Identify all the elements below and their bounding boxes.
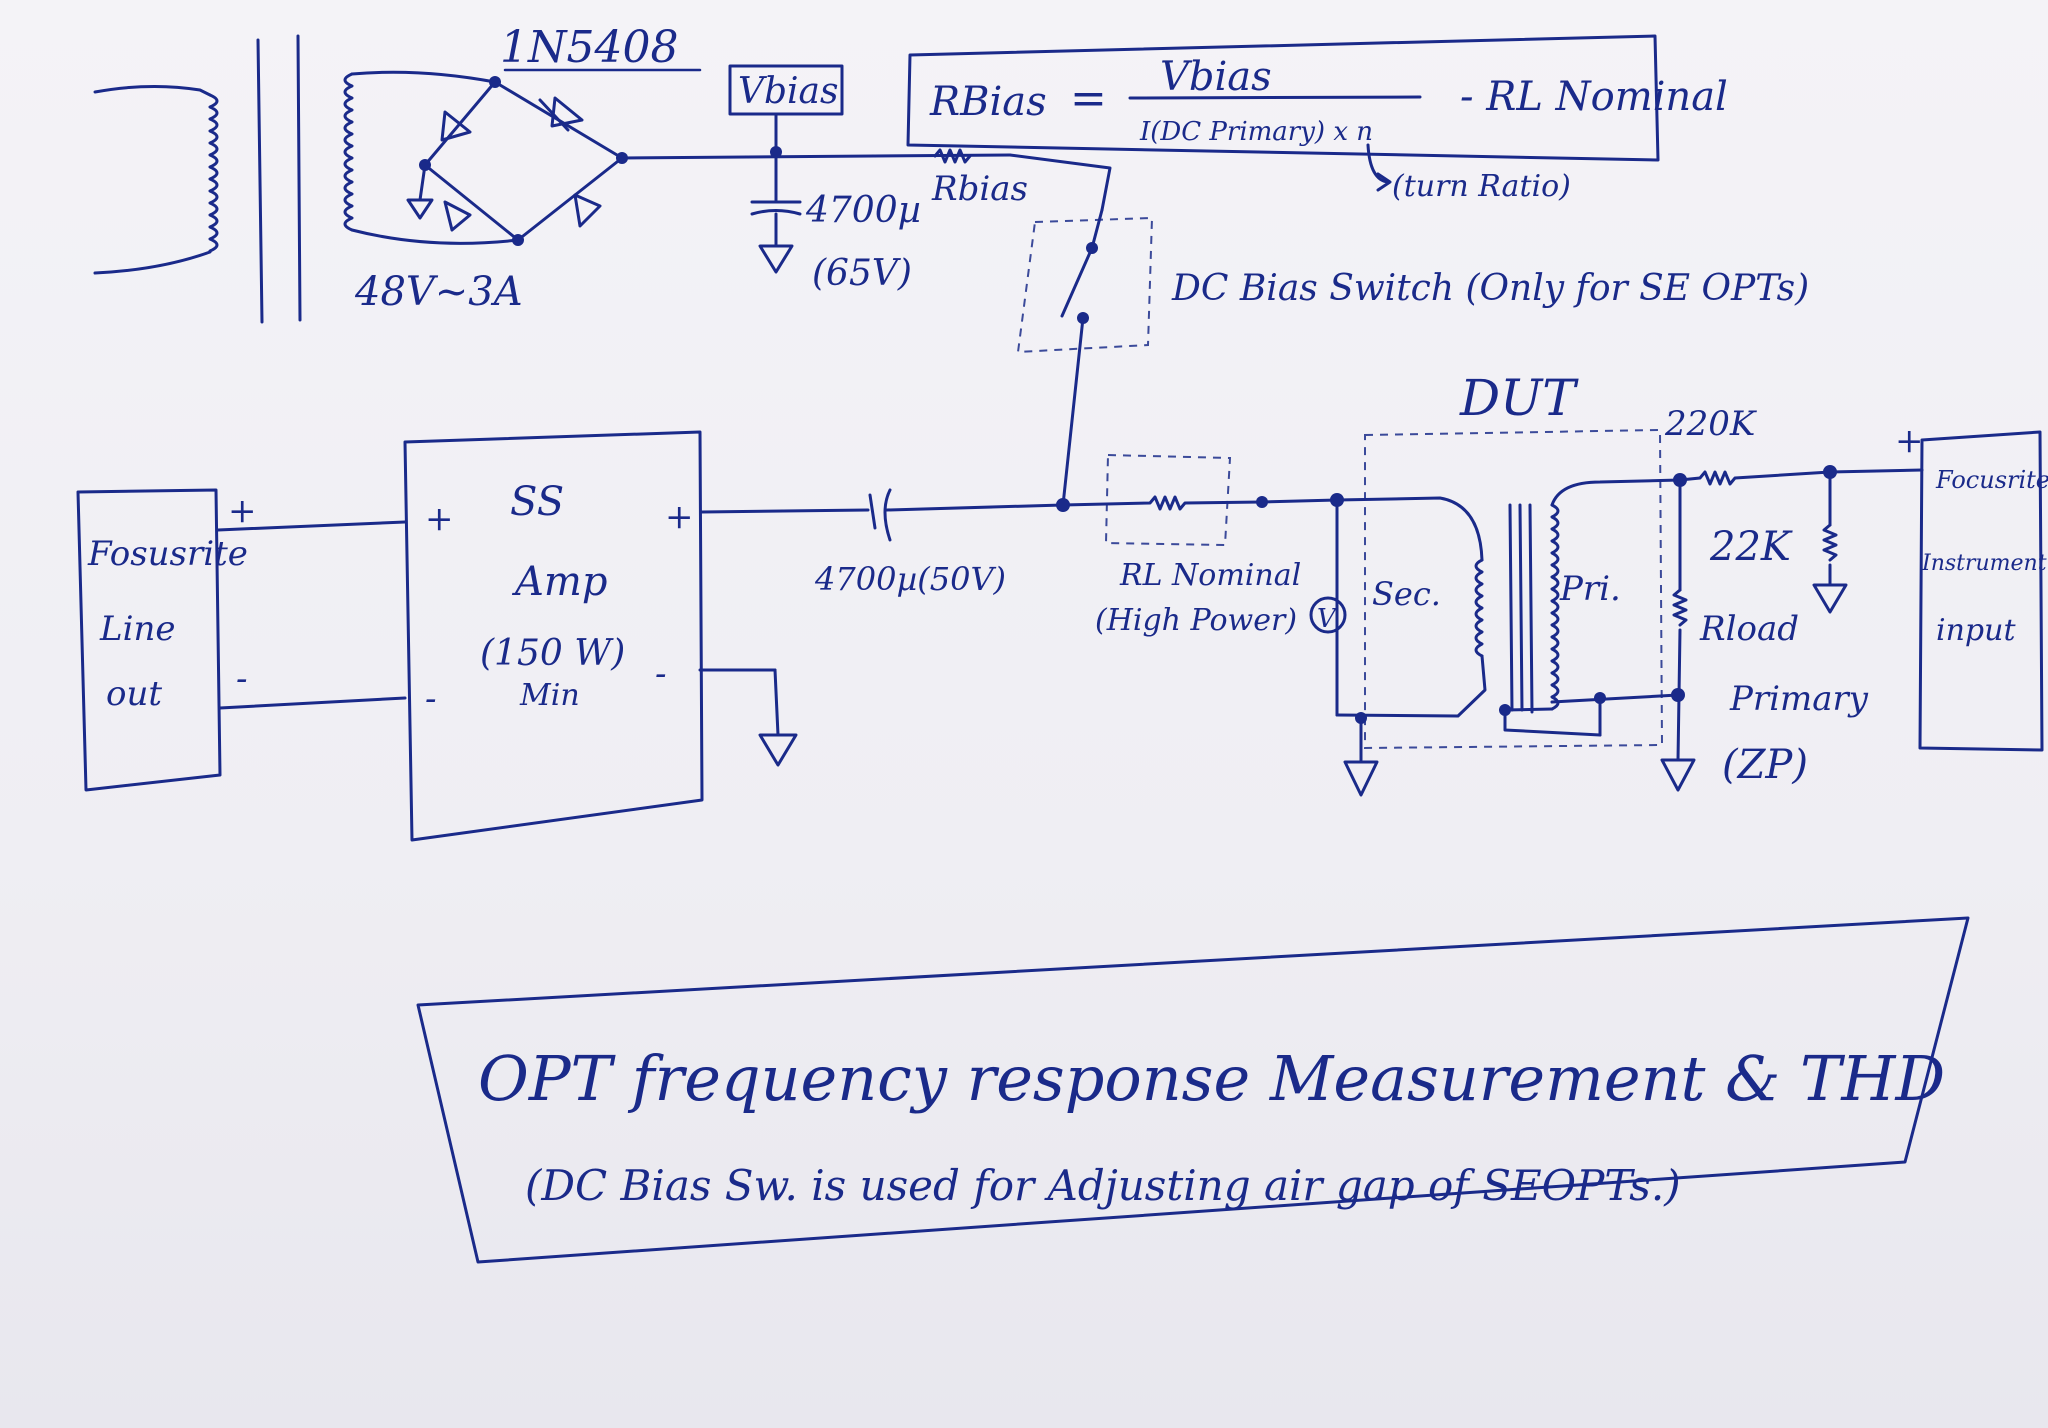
focusrite-in-line3: input <box>1936 613 2016 648</box>
rload-line1: Rload <box>1699 609 1799 649</box>
formula-denominator: I(DC Primary) x n <box>1139 117 1373 147</box>
amp-line1: SS <box>510 479 564 525</box>
rload-line3: (ZP) <box>1722 742 1808 788</box>
bias-cap-value: 4700µ <box>805 190 921 231</box>
turn-ratio-note: (turn Ratio) <box>1392 169 1571 204</box>
focusrite-out-line3: out <box>106 674 162 714</box>
focusrite-in-line1: Focusrite <box>1935 466 2048 494</box>
voltmeter-icon <box>1309 596 1347 634</box>
mains-transformer: 48V~3A <box>93 34 523 324</box>
vbias-label: Vbias <box>738 71 839 112</box>
focusrite-out-plus: + <box>228 491 257 531</box>
amp-minus-out: - <box>655 654 667 694</box>
amp-line4: Min <box>519 678 580 713</box>
bias-cap-voltage: (65V) <box>812 253 912 294</box>
rload-line2: Primary <box>1729 679 1869 719</box>
formula-equals: = <box>1070 73 1107 124</box>
note-title: OPT frequency response Measurement & THD <box>478 1042 1945 1115</box>
dut-transformer: DUT V Sec. Pri. <box>1309 369 1682 797</box>
formula-numerator: Vbias <box>1160 54 1272 100</box>
bridge-rectifier: 1N5408 <box>350 22 702 246</box>
focusrite-in-line2: Instrument <box>1921 551 2047 576</box>
focusrite-in-plus: + <box>1895 421 1924 461</box>
rbias-formula: RBias = Vbias I(DC Primary) x n - RL Nom… <box>906 34 1728 204</box>
bias-supply: Vbias 4700µ (65V) Rbias <box>620 64 1112 294</box>
dc-bias-switch[interactable]: DC Bias Switch (Only for SE OPTs) <box>1016 208 1809 507</box>
amp-plus-out: + <box>665 497 694 537</box>
note-subtitle: (DC Bias Sw. is used for Adjusting air g… <box>525 1161 1681 1210</box>
load-network: Rload Primary (ZP) 220K 22K <box>1660 404 1924 792</box>
primary-label: Pri. <box>1559 569 1621 609</box>
ss-amplifier: + - + - SS Amp (150 W) Min <box>403 430 798 842</box>
amp-line3: (150 W) <box>480 633 625 674</box>
note-box: OPT frequency response Measurement & THD… <box>416 916 1970 1264</box>
secondary-label: Sec. <box>1372 575 1441 613</box>
r22k-label: 22K <box>1709 524 1793 570</box>
amp-plus-in: + <box>425 499 454 539</box>
rl-nominal-line1: RL Nominal <box>1119 558 1301 593</box>
formula-minus-term: - RL Nominal <box>1460 74 1728 120</box>
coupling-capacitor: 4700µ(50V) <box>700 488 1065 598</box>
diode-label: 1N5408 <box>500 22 678 73</box>
focusrite-line-out: Fosusrite Line out + - <box>76 488 407 792</box>
focusrite-instrument-input: + Focusrite Instrument input <box>1895 421 2048 752</box>
rl-nominal-resistor: RL Nominal (High Power) <box>1056 453 1339 638</box>
dc-switch-label: DC Bias Switch (Only for SE OPTs) <box>1171 268 1809 309</box>
dut-label: DUT <box>1459 369 1579 427</box>
formula-lhs: RBias <box>929 79 1047 125</box>
voltmeter-label: V <box>1317 604 1338 634</box>
focusrite-out-line1: Fosusrite <box>87 534 248 574</box>
amp-minus-in: - <box>425 679 437 719</box>
transformer-label: 48V~3A <box>354 269 523 315</box>
r220k-label: 220K <box>1664 404 1758 444</box>
focusrite-out-line2: Line <box>99 609 175 649</box>
rl-nominal-line2: (High Power) <box>1095 603 1297 638</box>
rbias-label: Rbias <box>931 169 1028 209</box>
amp-line2: Amp <box>511 559 607 605</box>
coupling-cap-label: 4700µ(50V) <box>814 560 1006 598</box>
focusrite-out-minus: - <box>236 659 248 699</box>
